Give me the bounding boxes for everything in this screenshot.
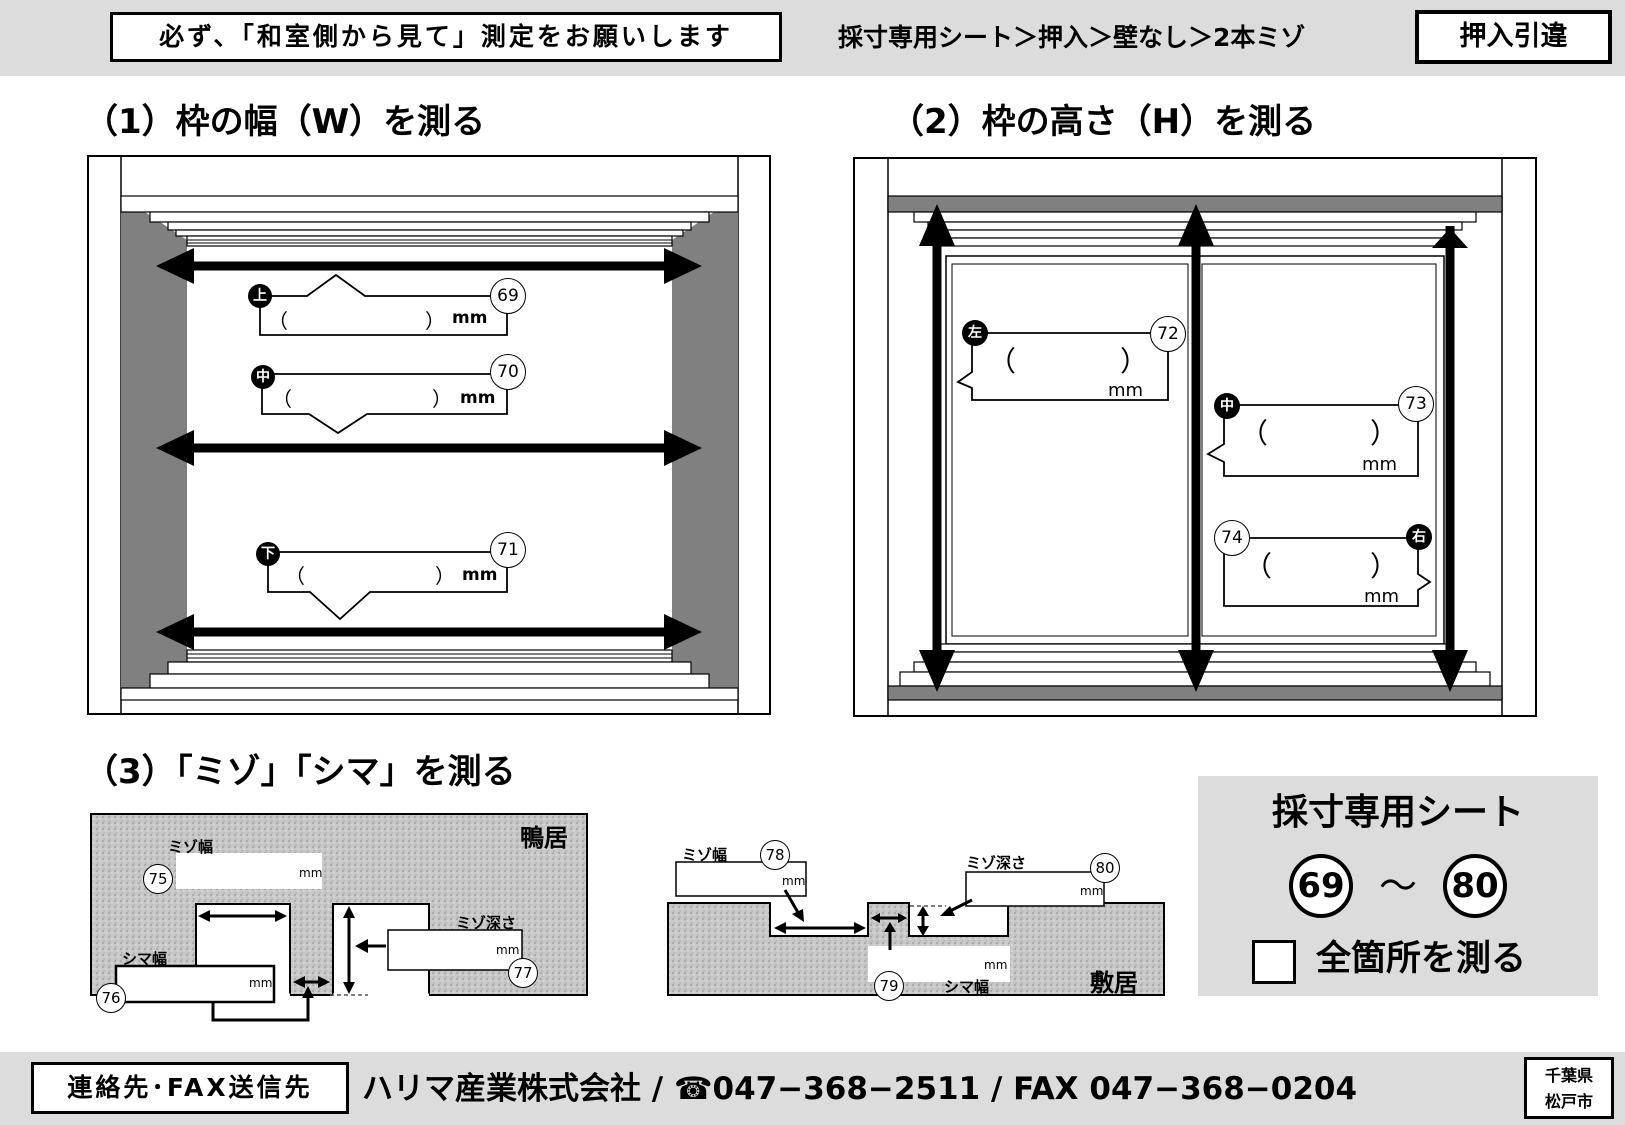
sheet-summary-box: 採寸専用シート 69 ～ 80 全箇所を測る [1198,776,1598,996]
tag-middle: 中 [1214,393,1240,419]
range-start-badge: 69 [1288,854,1353,918]
sheet-title: 採寸専用シート [1271,792,1524,833]
sheet-range: 69 ～ 80 [1198,854,1598,918]
category-badge: 押入引違 [1415,10,1612,64]
height-frame-diagram [853,157,1537,717]
paren-close: ） [1370,417,1399,450]
num-badge: 73 [1398,386,1434,422]
range-end-badge: 80 [1443,854,1507,918]
unit-mm: mm [984,958,1008,972]
measure-all-label: 全箇所を測る [1316,939,1527,979]
paren-open: （ [1244,550,1273,583]
location-box: 千葉県 松戸市 [1524,1057,1614,1119]
location-line-1: 千葉県 [1544,1066,1593,1085]
paren-close: ） [1120,345,1149,378]
num-badge: 74 [1214,520,1250,556]
unit-mm: mm [1108,380,1144,401]
unit-mm: mm [460,388,496,408]
kamoi-label: 鴨居 [520,824,568,852]
paren-close: ） [432,387,452,411]
contact-label: 連絡先･FAX送信先 [31,1062,349,1114]
measure-all-checkbox[interactable] [1252,940,1296,984]
unit-mm: mm [462,565,498,585]
company-contact: ハリマ産業株式会社 / ☎047−368−2511 / FAX 047−368−… [362,1071,1358,1107]
paren-open: （ [268,309,288,333]
kamoi-section-diagram [90,813,588,1022]
num-badge: 76 [96,983,126,1013]
tag-middle: 中 [251,365,275,389]
shikii-groove-depth-label: ミゾ深さ [966,854,1027,872]
width-frame-diagram [87,155,771,715]
groove-section-title: （3）「ミゾ」「シマ」を測る [84,752,516,792]
tag-left: 左 [962,320,988,346]
unit-mm: mm [1080,884,1104,898]
num-badge: 70 [490,354,526,390]
num-badge: 77 [508,958,538,988]
breadcrumb: 採寸専用シート＞押入＞壁なし＞2本ミゾ [838,23,1306,52]
paren-close: ） [435,564,455,588]
shikii-section-diagram [667,861,1165,996]
paren-close: ） [425,309,445,333]
tag-bottom: 下 [256,542,280,566]
num-badge: 71 [490,532,526,568]
range-separator: ～ [1378,864,1417,908]
notice-box: 必ず、「和室側から見て」測定をお願いします [110,12,782,62]
paren-open: （ [1240,417,1269,450]
tag-top: 上 [248,284,272,308]
kamoi-groove-depth-label: ミゾ深さ [456,914,517,932]
num-badge: 72 [1150,316,1186,352]
shikii-label: 敷居 [1090,969,1138,997]
num-badge: 79 [874,971,904,1001]
unit-mm: mm [1362,454,1398,475]
num-badge: 78 [760,840,790,870]
paren-open: （ [285,564,305,588]
unit-mm: mm [299,866,323,880]
unit-mm: mm [782,874,806,888]
unit-mm: mm [496,943,520,957]
kamoi-island-width-label: シマ幅 [122,950,168,968]
paren-open: （ [988,345,1017,378]
tag-right: 右 [1406,524,1432,550]
shikii-groove-width-label: ミゾ幅 [682,846,728,864]
unit-mm: mm [249,976,273,990]
unit-mm: mm [452,308,488,328]
unit-mm: mm [1364,586,1400,607]
height-section-title: （2）枠の高さ（H）を測る [890,102,1317,142]
num-badge: 80 [1090,853,1120,883]
width-section-title: （1）枠の幅（W）を測る [84,102,486,142]
kamoi-groove-width-label: ミゾ幅 [168,838,214,856]
paren-open: （ [272,387,292,411]
shikii-island-width-label: シマ幅 [944,978,990,996]
paren-close: ） [1370,550,1399,583]
num-badge: 75 [143,864,173,894]
num-badge: 69 [490,278,526,314]
location-line-2: 松戸市 [1544,1092,1593,1111]
